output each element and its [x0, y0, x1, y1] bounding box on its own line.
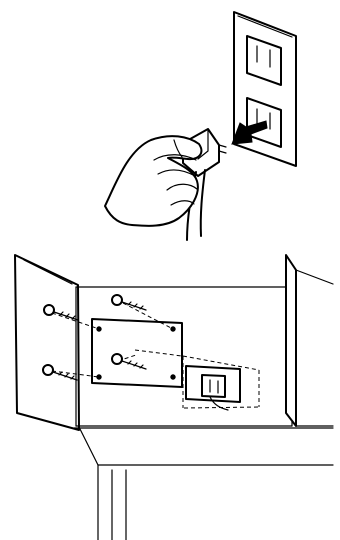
screw-top-right-icon	[112, 295, 146, 310]
cabinet-icon	[15, 255, 333, 540]
hand-icon	[105, 136, 201, 226]
cover-plate-icon	[92, 319, 182, 387]
cover-removal-panel	[15, 255, 333, 540]
unplug-panel	[105, 12, 296, 240]
socket-icon	[186, 366, 240, 410]
